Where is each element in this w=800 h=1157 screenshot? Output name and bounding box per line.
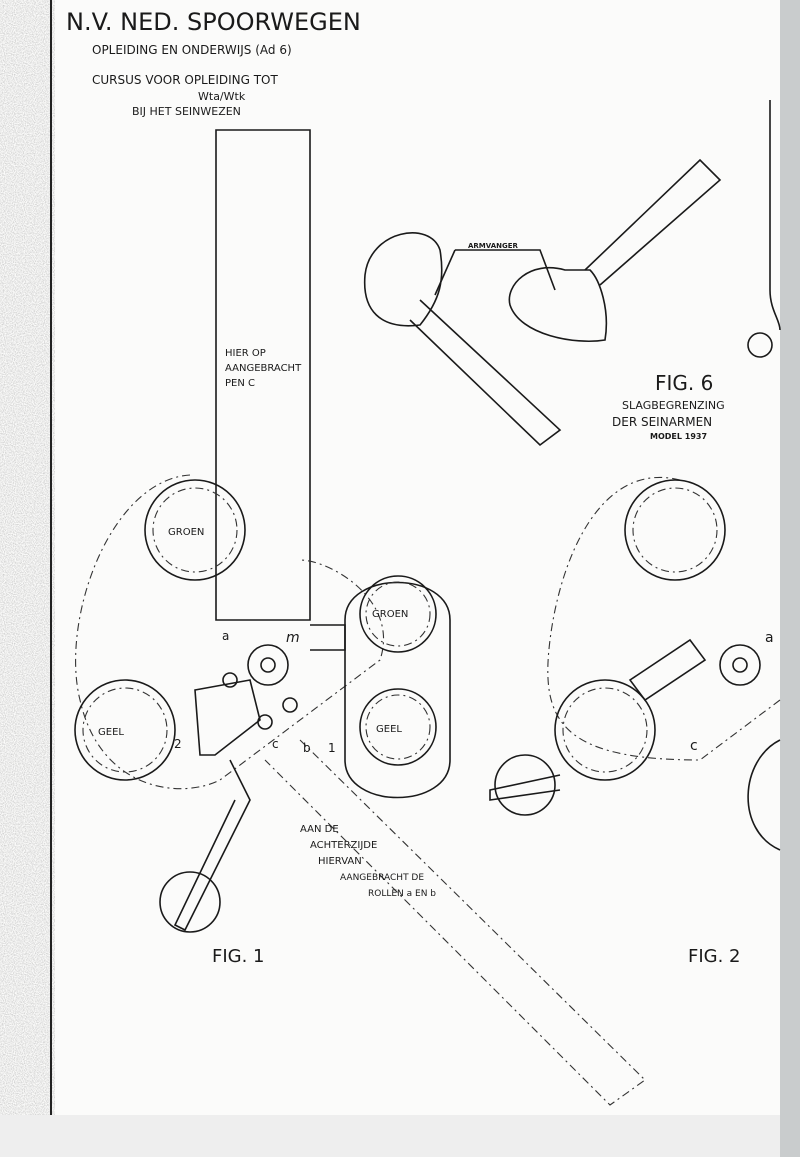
marker-c: c: [272, 737, 279, 751]
fig2-marker-a: a: [765, 630, 774, 646]
fig1-label: FIG. 1: [212, 946, 265, 967]
pen-note-3: PEN C: [225, 378, 255, 389]
rear-note-5: ROLLEN a EN b: [368, 889, 436, 899]
fig6-label: FIG. 6: [655, 371, 713, 395]
fig6-caption-3: MODEL 1937: [650, 432, 707, 441]
course-line-1: CURSUS VOOR OPLEIDING TOT: [92, 73, 279, 87]
lamp-label-geel-left: GEEL: [98, 727, 124, 738]
rear-note-3: HIERVAN: [318, 856, 362, 867]
pen-note-1: HIER OP: [225, 348, 266, 359]
fig6-drawing: [363, 100, 781, 447]
scan-noise-left: [0, 0, 50, 1157]
marker-2: 2: [174, 737, 182, 751]
armvanger-label: ARMVANGER: [468, 242, 519, 250]
scan-edge-right: [780, 0, 800, 1157]
counterweight-outline: [75, 474, 384, 790]
rear-note-4: AANGEBRACHT DE: [340, 873, 424, 883]
arm-shadow-diagonal: [264, 739, 646, 1106]
lamp-label-groen-left: GROEN: [168, 527, 204, 538]
header-subtitle: OPLEIDING EN ONDERWIJS (Ad 6): [92, 43, 292, 57]
marker-a: a: [222, 629, 229, 643]
fig6-caption-2: DER SEINARMEN: [612, 415, 712, 429]
rear-note-1: AAN DE: [300, 824, 339, 835]
pen-note-2: AANGEBRACHT: [225, 363, 302, 374]
marker-b: b: [303, 741, 311, 755]
fig2-drawing: [489, 477, 781, 851]
scan-edge-bottom: [0, 1115, 780, 1157]
lamp-label-groen-right: GROEN: [372, 609, 408, 620]
lamp-label-geel-right: GEEL: [376, 724, 402, 735]
fig6-caption-1: SLAGBEGRENZING: [622, 399, 725, 412]
course-line-3: BIJ HET SEINWEZEN: [132, 105, 241, 118]
fig2-marker-c: c: [690, 738, 698, 754]
course-line-2: Wta/Wtk: [198, 90, 246, 103]
signal-arm-vertical: [215, 129, 311, 621]
marker-1: 1: [328, 741, 336, 755]
header-title: N.V. NED. SPOORWEGEN: [66, 8, 361, 36]
rear-note-2: ACHTERZIJDE: [310, 840, 377, 851]
fig1-drawing: [74, 129, 646, 1106]
marker-m: m: [286, 630, 300, 646]
fig2-label: FIG. 2: [688, 946, 741, 967]
